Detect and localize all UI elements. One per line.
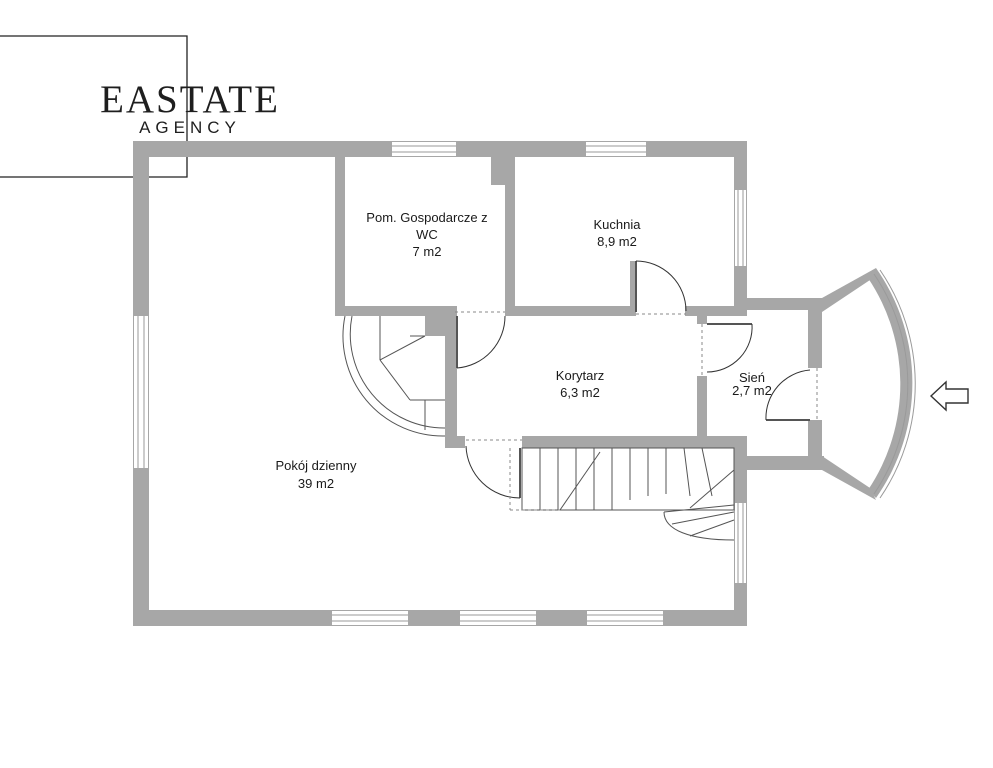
inner-block [425, 306, 455, 336]
stairs [342, 315, 735, 541]
logo-frame [0, 35, 188, 178]
hall-door-swing [706, 323, 753, 373]
logo-tagline: AGENCY [139, 118, 241, 137]
kitchen-door-swing [635, 260, 687, 312]
window-left [134, 316, 148, 468]
window-porch-arc-2 [879, 269, 916, 499]
room-hall-line-2: 2,7 m2 [732, 383, 772, 398]
room-living-line-1: Pokój dzienny [276, 458, 357, 473]
spiral-stair [342, 315, 446, 437]
entrance-door-swing [765, 369, 811, 421]
room-kitchen-line-1: Kuchnia [594, 217, 642, 232]
kitchen-wall-bottom-right [685, 306, 747, 316]
corridor-wall-bottom-left [445, 436, 465, 448]
wall-notch [491, 157, 515, 185]
walls [133, 141, 913, 626]
porch-wall-bottom [808, 456, 876, 500]
utility-kitchen-wall [505, 141, 515, 309]
stair-winder [663, 504, 735, 537]
logo-brand: EASTATE [100, 78, 280, 121]
room-utility-line-1: Pom. Gospodarcze z [366, 210, 487, 225]
window-bottom-3 [587, 611, 663, 625]
window-top-1 [392, 142, 456, 156]
entrance-arrow-icon [929, 380, 969, 412]
corridor-wall-bottom [522, 436, 747, 448]
room-living-line-2: 39 m2 [298, 476, 334, 491]
porch-arc-wall [868, 268, 913, 498]
utility-wall-left [335, 141, 345, 309]
hall-wall-bottom [734, 456, 824, 470]
window-porch-arc [873, 273, 909, 495]
utility-wall-bottom [335, 306, 453, 316]
window-right-living [735, 503, 746, 583]
room-utility-line-2: WC [416, 227, 438, 242]
stair-outline [521, 447, 735, 511]
room-hall-line-1: Sień [739, 370, 765, 385]
room-corridor-line-1: Korytarz [556, 368, 604, 383]
window-right-kitchen [735, 190, 746, 266]
window-top-2 [586, 142, 646, 156]
porch-wall-top [808, 268, 876, 312]
room-kitchen-line-2: 8,9 m2 [597, 234, 637, 249]
hall-wall-right-upper [808, 298, 822, 368]
kitchen-wall-bottom [505, 306, 633, 316]
corridor-wall-left [445, 306, 457, 448]
kitchen-door-jamb [630, 261, 636, 316]
corridor-hall-divider-2 [697, 376, 707, 446]
hall-wall-top [734, 298, 824, 310]
stair-wall-right [734, 440, 747, 500]
windows [134, 142, 916, 625]
corridor-door-swing [456, 315, 506, 369]
logo: EASTATE AGENCY [0, 35, 280, 178]
room-labels: Pom. Gospodarcze z WC 7 m2 Kuchnia 8,9 m… [276, 210, 772, 491]
window-bottom-2 [460, 611, 536, 625]
living-door-swing [465, 445, 521, 499]
room-corridor-line-2: 6,3 m2 [560, 385, 600, 400]
window-bottom-1 [332, 611, 408, 625]
corridor-hall-divider [697, 316, 707, 324]
room-utility-line-3: 7 m2 [413, 244, 442, 259]
